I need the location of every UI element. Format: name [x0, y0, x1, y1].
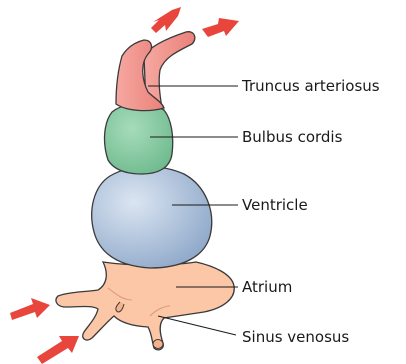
atrium-shape — [56, 262, 234, 350]
label-ventricle: Ventricle — [242, 196, 308, 214]
truncus-arteriosus — [116, 32, 195, 111]
sinus-vein-end — [153, 340, 163, 349]
arrow-out-left-icon — [151, 7, 181, 33]
ventricle-shape — [92, 167, 212, 268]
arrow-in-bottom-icon — [37, 336, 79, 364]
label-sinus-venosus: Sinus venosus — [242, 328, 349, 346]
arrow-out-right-icon — [202, 18, 239, 37]
label-truncus-arteriosus: Truncus arteriosus — [241, 77, 380, 95]
bulbus-cordis-shape — [105, 104, 173, 174]
label-atrium: Atrium — [242, 278, 292, 296]
label-bulbus-cordis: Bulbus cordis — [242, 128, 343, 146]
atrium-region — [56, 262, 234, 350]
leader-sinus — [158, 316, 236, 335]
arrow-in-left-icon — [10, 298, 50, 320]
